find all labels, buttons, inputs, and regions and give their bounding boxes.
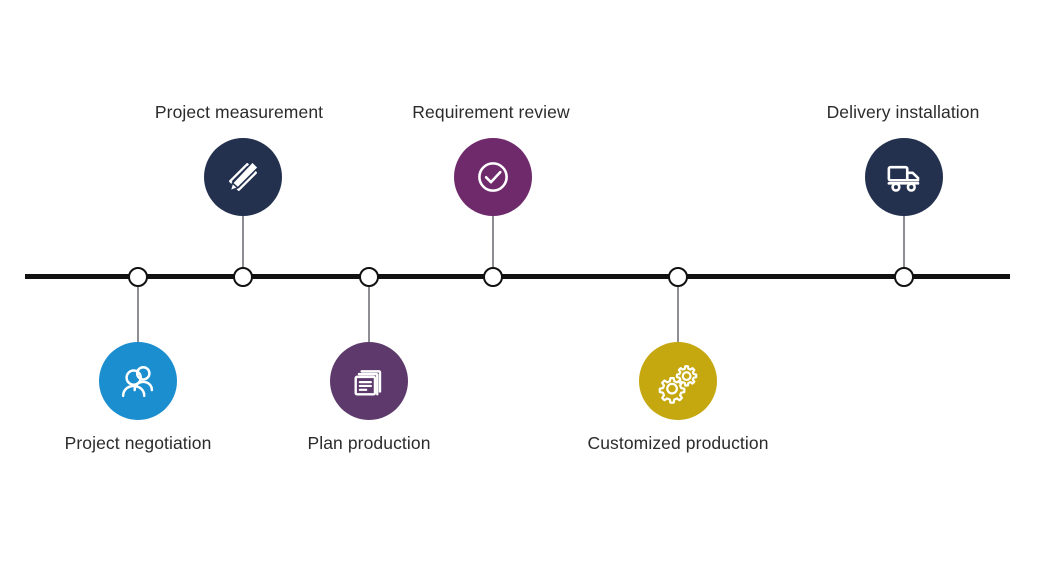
icon-bubble-project-measurement[interactable]: [204, 138, 282, 216]
node-marker-customized-production[interactable]: [668, 267, 688, 287]
step-label-project-negotiation: Project negotiation: [64, 433, 212, 453]
icon-bubble-customized-production[interactable]: [639, 342, 717, 420]
connector-plan-production: [368, 286, 370, 346]
pencil-ruler-icon: [220, 154, 266, 200]
icon-bubble-requirement-review[interactable]: [454, 138, 532, 216]
node-marker-project-negotiation[interactable]: [128, 267, 148, 287]
node-marker-project-measurement[interactable]: [233, 267, 253, 287]
step-label-project-measurement: Project measurement: [154, 102, 324, 122]
step-label-requirement-review: Requirement review: [412, 102, 570, 122]
documents-stack-icon: [347, 359, 391, 403]
node-marker-requirement-review[interactable]: [483, 267, 503, 287]
people-group-icon: [115, 358, 161, 404]
check-circle-icon: [470, 154, 516, 200]
connector-requirement-review: [492, 216, 494, 270]
icon-bubble-delivery-installation[interactable]: [865, 138, 943, 216]
icon-bubble-project-negotiation[interactable]: [99, 342, 177, 420]
step-label-delivery-installation: Delivery installation: [826, 102, 980, 122]
connector-project-negotiation: [137, 286, 139, 346]
node-marker-plan-production[interactable]: [359, 267, 379, 287]
timeline-axis: [25, 274, 1010, 279]
node-marker-delivery-installation[interactable]: [894, 267, 914, 287]
icon-bubble-plan-production[interactable]: [330, 342, 408, 420]
gears-icon: [655, 358, 701, 404]
step-label-plan-production: Plan production: [307, 433, 431, 453]
delivery-truck-icon: [881, 154, 927, 200]
step-label-customized-production: Customized production: [587, 433, 769, 453]
connector-delivery-installation: [903, 216, 905, 270]
connector-project-measurement: [242, 216, 244, 270]
connector-customized-production: [677, 286, 679, 346]
